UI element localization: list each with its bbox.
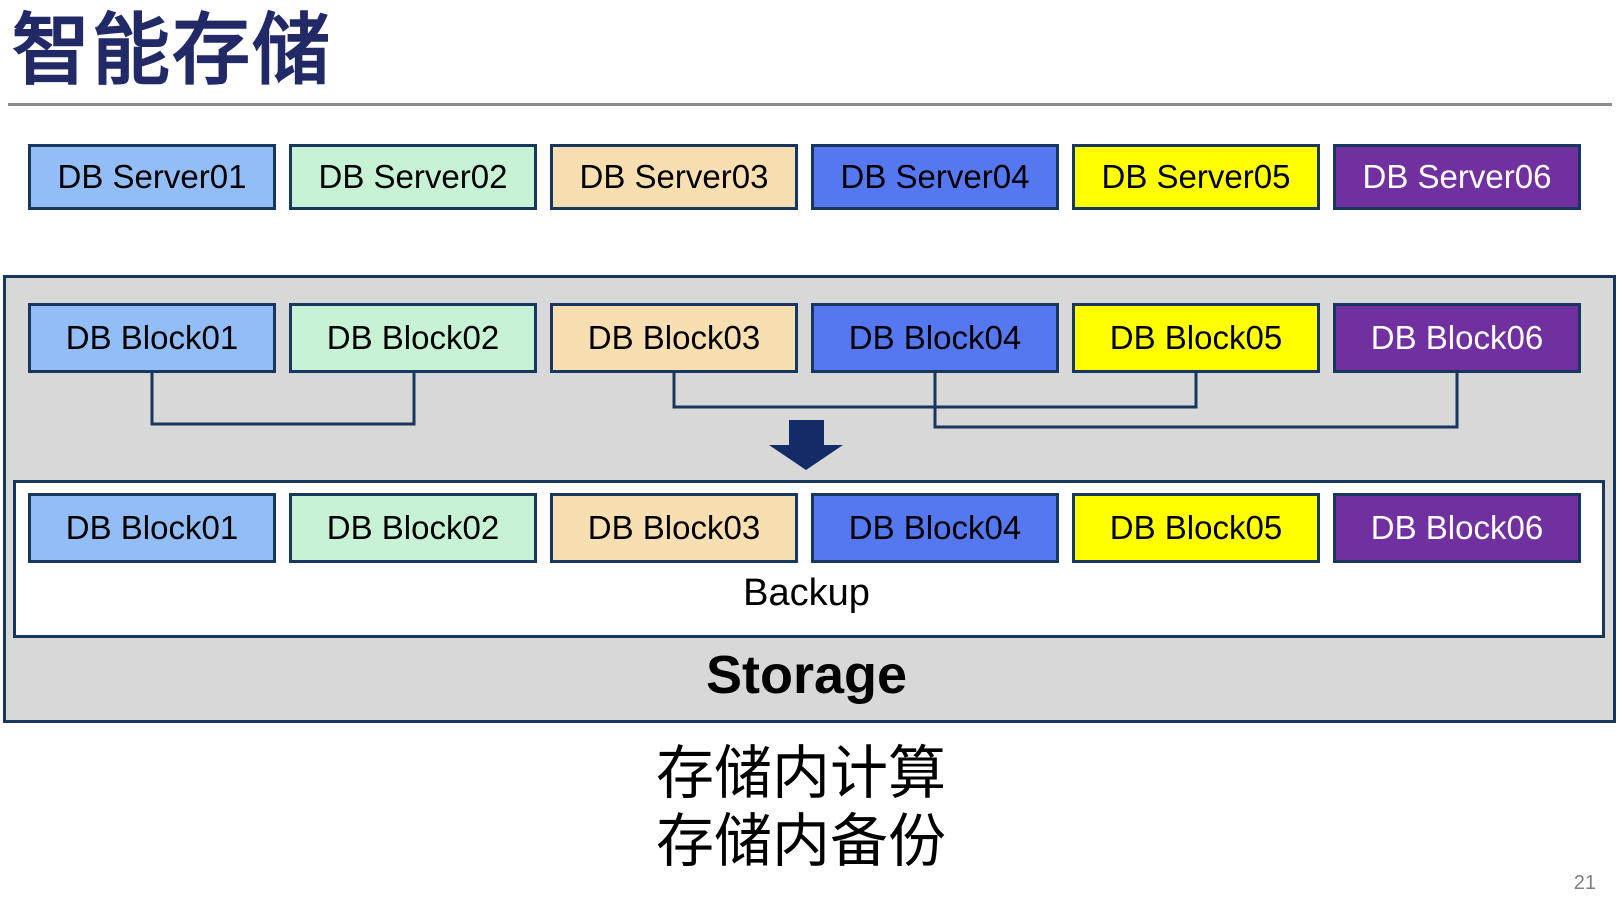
page-number: 21 (1573, 872, 1596, 894)
block-box-5: DB Block05 (1072, 493, 1320, 563)
block-box-1: DB Block01 (28, 303, 276, 373)
backup-label: Backup (743, 572, 870, 614)
caption-line-2: 存储内备份 (656, 809, 947, 874)
page-title: 智能存储 (12, 6, 333, 94)
block-box-2: DB Block02 (289, 303, 537, 373)
storage-label: Storage (705, 645, 908, 705)
server-box-3: DB Server03 (550, 144, 798, 210)
server-box-4: DB Server04 (811, 144, 1059, 210)
block-box-3: DB Block03 (550, 493, 798, 563)
block-box-5: DB Block05 (1072, 303, 1320, 373)
block-box-4: DB Block04 (811, 303, 1059, 373)
block-box-3: DB Block03 (550, 303, 798, 373)
server-box-2: DB Server02 (289, 144, 537, 210)
block-box-6: DB Block06 (1333, 493, 1581, 563)
caption-line-1: 存储内计算 (656, 741, 947, 806)
title-underline (8, 103, 1612, 106)
caption: 存储内计算 存储内备份 (656, 740, 946, 876)
server-box-5: DB Server05 (1072, 144, 1320, 210)
block-box-2: DB Block02 (289, 493, 537, 563)
server-box-6: DB Server06 (1333, 144, 1581, 210)
block-box-4: DB Block04 (811, 493, 1059, 563)
block-box-1: DB Block01 (28, 493, 276, 563)
block-box-6: DB Block06 (1333, 303, 1581, 373)
server-box-1: DB Server01 (28, 144, 276, 210)
